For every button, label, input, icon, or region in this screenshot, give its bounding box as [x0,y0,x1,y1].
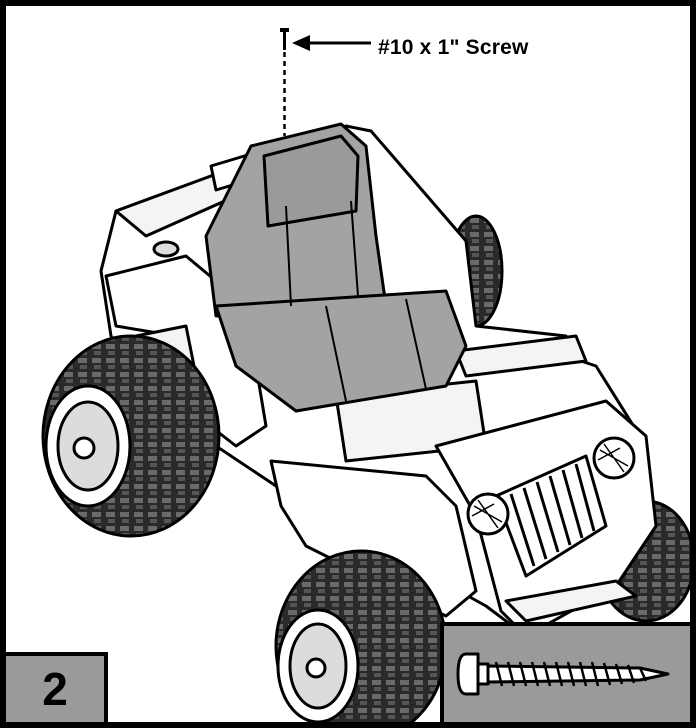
seat [204,122,468,413]
front-left-tire [274,549,448,722]
grille [494,454,608,578]
step-number: 2 [42,663,68,715]
step-number-box: 2 [6,652,108,722]
rear-left-tire [41,334,221,538]
screw-closeup-inset [440,622,690,722]
right-headlight [592,436,636,480]
left-headlight [466,492,510,536]
screw-callout-label: #10 x 1" Screw [378,36,529,59]
screw-closeup-icon [456,652,670,696]
vehicle-illustration [41,28,690,722]
arrow-left-icon [292,35,371,51]
screw-icon [280,28,289,136]
